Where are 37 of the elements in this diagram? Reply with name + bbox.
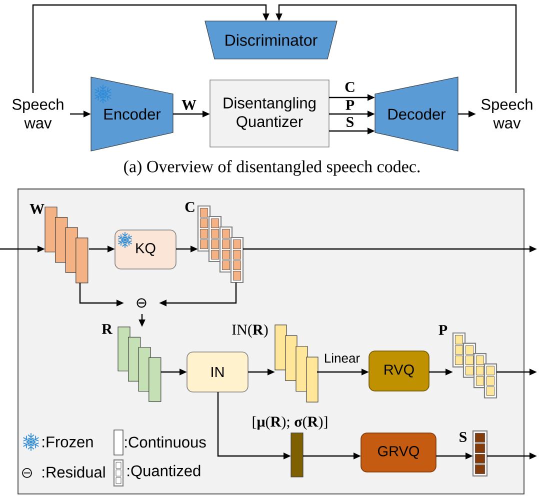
feature-stack	[44, 206, 88, 284]
edge-label: P	[346, 100, 354, 110]
arrow	[276, 4, 517, 93]
stack-label: P	[438, 325, 448, 335]
arrow	[32, 4, 270, 93]
signal-label: Speech wav	[481, 98, 532, 128]
caption: (a) Overview of disentangled speech codec.	[124, 160, 420, 176]
process-box: Disentangling Quantizer	[210, 80, 330, 148]
signal-label: Speech wav	[12, 98, 64, 128]
edge-label: W	[182, 100, 196, 110]
feature-stack	[118, 326, 162, 402]
stack-label: C	[185, 202, 194, 212]
code-stack	[197, 205, 244, 284]
rounded-box: KQ	[114, 230, 176, 270]
trapezoid-block: Decoder	[374, 76, 458, 152]
stack-label: R	[102, 324, 113, 334]
stack-label: W	[30, 204, 44, 214]
edge-label: Linear	[325, 353, 360, 363]
code-stack	[472, 430, 488, 477]
feature-stack	[290, 432, 304, 478]
edge-label: S	[346, 116, 354, 128]
rounded-box: GRVQ	[360, 432, 436, 472]
rounded-box: RVQ	[368, 350, 430, 392]
feature-stack	[274, 324, 318, 402]
rounded-box: IN	[186, 352, 248, 392]
legend-text: :Frozen	[42, 436, 93, 448]
trapezoid-block: Encoder	[90, 76, 174, 152]
edge-label: C	[345, 82, 354, 92]
stack-label: IN(R)	[232, 324, 268, 338]
legend-text: :Quantized	[128, 464, 200, 480]
legend-text: :Residual	[42, 466, 105, 478]
trapezoid-block: Discriminator	[204, 20, 338, 60]
stack-label: S	[460, 432, 467, 442]
code-stack	[452, 332, 498, 398]
operator-symbol: ⊖	[136, 298, 146, 308]
legend-text: :Continuous	[125, 436, 206, 448]
stack-label: [μ(R); σ(R)]	[252, 416, 328, 430]
